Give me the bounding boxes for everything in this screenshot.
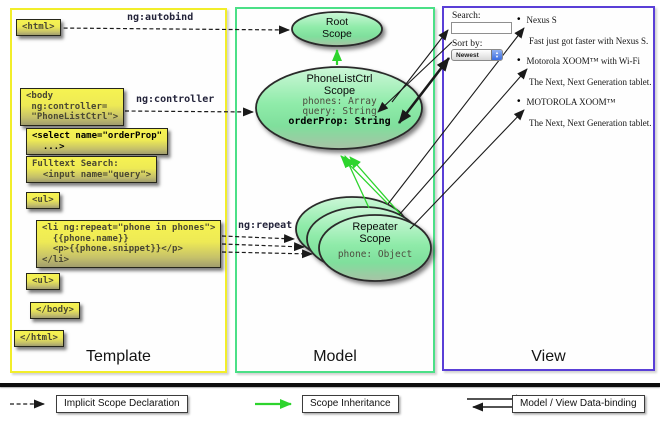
list-item: • Nexus S Fast just got faster with Nexu… — [517, 14, 659, 48]
item-snippet: The Next, Next Generation tablet. — [529, 118, 652, 128]
code-box-html-close: </html> — [14, 330, 64, 347]
code-box-ul-close: <ul> — [26, 273, 60, 290]
bullet-icon: • — [517, 14, 521, 25]
item-snippet: The Next, Next Generation tablet. — [529, 77, 652, 87]
phonelistctrl-scope-title: PhoneListCtrl Scope — [306, 73, 373, 97]
code-box-ul-open: <ul> — [26, 192, 60, 209]
bullet-icon: • — [517, 55, 521, 66]
code-box-select: <select name="orderProp" ...> — [26, 128, 169, 155]
model-panel — [235, 7, 435, 373]
legend-implicit-scope-box: Implicit Scope Declaration — [56, 395, 188, 413]
root-scope-label: Root Scope — [322, 16, 352, 40]
select-stepper-icon: ▲▼ — [491, 50, 502, 60]
code-box-body-close: </body> — [30, 302, 80, 319]
scope-prop-phone: phone: Object — [337, 249, 413, 260]
list-item: • MOTOROLA XOOM™ The Next, Next Generati… — [517, 96, 659, 130]
phone-list: • Nexus S Fast just got faster with Nexu… — [517, 14, 659, 137]
model-panel-title: Model — [313, 348, 357, 365]
code-box-fulltext-search: Fulltext Search: <input name="query"> — [26, 156, 158, 183]
bullet-icon: • — [517, 96, 521, 107]
list-item: • Motorola XOOM™ with Wi-Fi The Next, Ne… — [517, 55, 659, 89]
phonelistctrl-scope-label: PhoneListCtrl Scope phones: Array query:… — [257, 73, 422, 127]
legend-separator-line — [0, 383, 660, 387]
search-input[interactable] — [451, 22, 512, 34]
legend-data-binding-box: Model / View Data-binding — [512, 395, 645, 413]
ng-autobind-label: ng:autobind — [127, 12, 194, 23]
sort-by-label: Sort by: — [452, 39, 483, 49]
code-box-li-repeat: <li ng:repeat="phone in phones"> {{phone… — [36, 220, 222, 268]
item-snippet: Fast just got faster with Nexus S. — [529, 36, 649, 46]
repeater-scope-title: Repeater Scope — [352, 221, 398, 245]
search-label: Search: — [452, 11, 481, 21]
item-name: Nexus S — [526, 15, 557, 25]
scope-prop-query: query: String — [302, 105, 377, 117]
ng-repeat-label: ng:repeat — [238, 220, 293, 231]
sort-select[interactable]: Newest ▲▼ — [451, 49, 503, 61]
ng-controller-label: ng:controller — [136, 94, 215, 105]
item-name: MOTOROLA XOOM™ — [526, 97, 616, 107]
scope-prop-orderprop: orderProp: String — [288, 116, 391, 127]
sort-select-value: Newest — [456, 52, 479, 59]
view-panel-title: View — [531, 348, 566, 365]
template-panel-title: Template — [86, 348, 151, 365]
repeater-scope-label: Repeater Scope phone: Object — [320, 221, 430, 260]
code-box-html-open: <html> — [16, 19, 61, 36]
item-name: Motorola XOOM™ with Wi-Fi — [526, 56, 641, 66]
legend-scope-inheritance-box: Scope Inheritance — [302, 395, 399, 413]
code-box-body-open: <body ng:controller= "PhoneListCtrl"> — [20, 88, 125, 126]
